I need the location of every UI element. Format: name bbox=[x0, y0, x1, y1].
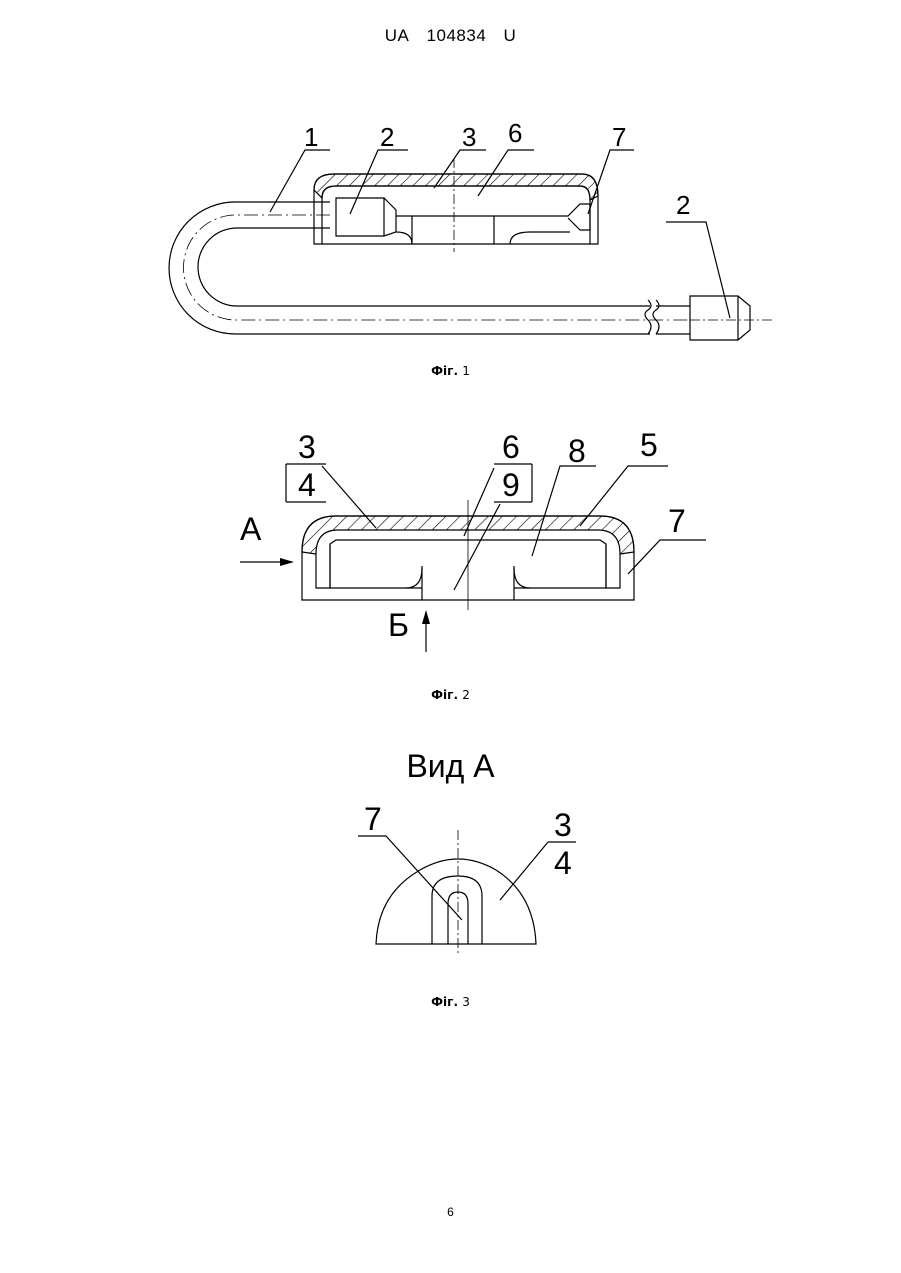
page-number: 6 bbox=[0, 1205, 901, 1219]
fig3-label-7: 7 bbox=[364, 801, 382, 837]
figure-3-drawing: 7 3 4 bbox=[0, 0, 901, 1000]
fig3-label-4: 4 bbox=[554, 845, 572, 881]
fig3-label-3: 3 bbox=[554, 807, 572, 843]
figure-3-caption: Фіг. 3 bbox=[0, 995, 901, 1009]
fig3-caption-prefix: Фіг. bbox=[431, 995, 458, 1009]
fig3-caption-num: 3 bbox=[462, 995, 470, 1009]
